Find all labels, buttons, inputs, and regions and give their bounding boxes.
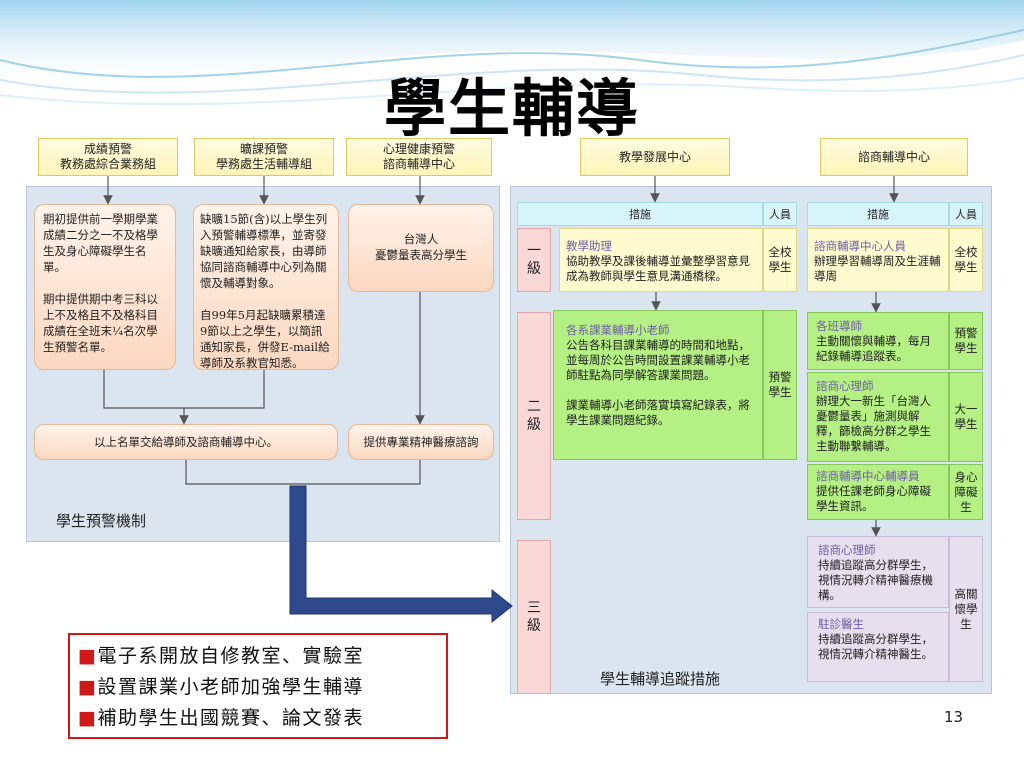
tutor-cell: 各系課業輔導小老師 公告各科目課業輔導的時間和地點，並每周於公告時間設置課業輔導… — [553, 310, 763, 460]
mental-warning-title: 心理健康預警 — [382, 142, 455, 156]
level-3-label: 三 級 — [517, 540, 551, 694]
grades-warning-box: 期初提供前一學期學業成績二分之一不及格學生及身心障礙學生名單。 期中提供期中考三… — [34, 204, 176, 370]
teaching-assistant-text: 協助教學及課後輔導並彙整學習意見成為教師與學生意見溝通橋樑。 — [566, 254, 750, 283]
mental-warning-unit: 諮商輔導中心 — [382, 157, 455, 171]
teaching-assistant-cell: 教學助理 協助教學及課後輔導並彙整學習意見成為教師與學生意見溝通橋樑。 — [559, 228, 763, 292]
class-mentor-cell: 各班導師 主動關懷與輔導，每月紀錄輔導追蹤表。 — [807, 312, 949, 370]
resident-doctor-text: 持續追蹤高分群學生，視情況轉介精神醫生。 — [818, 632, 933, 661]
absence-warning-unit: 學務處生活輔導組 — [215, 157, 312, 171]
wave-background — [0, 0, 1024, 106]
resident-doctor-title: 駐診醫生 — [818, 617, 864, 631]
counseling-center-label: 諮商輔導中心 — [857, 149, 930, 164]
class-mentor-person: 預警 學生 — [949, 312, 983, 370]
psychologist-cell: 諮商心理師 辦理大一新生「台灣人憂鬱量表」施測與解釋，篩檢高分群之學生主動聯繫輔… — [807, 372, 949, 462]
note-item-2: ■設置課業小老師加強學生輔導 — [78, 676, 364, 698]
follow-up-label: 學生輔導追蹤措施 — [600, 670, 721, 688]
grades-warning-unit: 教務處綜合業務組 — [59, 157, 156, 171]
mental-warning-header: 心理健康預警 諮商輔導中心 — [346, 138, 492, 176]
class-mentor-text: 主動關懷與輔導，每月紀錄輔導追蹤表。 — [816, 334, 931, 363]
list-to-mentor-box: 以上名單交給導師及諮商輔導中心。 — [34, 424, 338, 460]
counseling-person-header: 人員 — [949, 202, 983, 226]
counselor-person: 身心 障礙 生 — [949, 464, 983, 520]
absence-warning-title: 曠課預警 — [239, 142, 288, 156]
note-item-3: ■補助學生出國競賽、論文發表 — [78, 707, 364, 729]
followup-psychologist-title: 諮商心理師 — [818, 543, 876, 557]
warning-mechanism-label: 學生預警機制 — [56, 512, 147, 530]
tutor-person: 預警 學生 — [763, 310, 797, 460]
teaching-measure-header: 措施 — [517, 202, 763, 226]
page-number: 13 — [944, 708, 964, 726]
teaching-center-header: 教學發展中心 — [580, 138, 730, 176]
level-2-label: 二 級 — [517, 312, 551, 520]
slide-title: 學生輔導 — [383, 72, 640, 145]
counseling-measure-header: 措施 — [807, 202, 949, 226]
tutor-title: 各系課業輔導小老師 — [566, 323, 670, 337]
counseling-staff-person: 全校 學生 — [949, 228, 983, 292]
notes-box: ■電子系開放自修教室、實驗室 ■設置課業小老師加強學生輔導 ■補助學生出國競賽、… — [68, 633, 448, 739]
absence-warning-box: 缺曠15節(含)以上學生列入預警輔導標準，並寄發缺曠通知給家長，由導師協同諮商輔… — [193, 204, 339, 370]
followup-psychologist-cell: 諮商心理師 持續追蹤高分群學生，視情況轉介精神醫療機構。 — [807, 536, 949, 608]
counselor-title: 諮商輔導中心輔導員 — [816, 469, 920, 483]
teaching-assistant-title: 教學助理 — [566, 239, 612, 253]
teaching-center-label: 教學發展中心 — [618, 149, 691, 164]
teaching-person-header: 人員 — [763, 202, 797, 226]
absence-warning-header: 曠課預警 學務處生活輔導組 — [194, 138, 334, 176]
note-square-icon: ■ — [78, 676, 98, 698]
level-1-label: 一 級 — [517, 228, 551, 292]
psychologist-title: 諮商心理師 — [816, 379, 874, 393]
counselor-cell: 諮商輔導中心輔導員 提供任課老師身心障礙學生資訊。 — [807, 464, 949, 520]
counseling-staff-text: 辦理學習輔導周及生涯輔導周 — [814, 254, 941, 283]
counselor-text: 提供任課老師身心障礙學生資訊。 — [816, 484, 931, 513]
grades-warning-title: 成績預警 — [83, 142, 132, 156]
note-square-icon: ■ — [78, 645, 98, 667]
note-item-1: ■電子系開放自修教室、實驗室 — [78, 645, 364, 667]
grades-warning-header: 成績預警 教務處綜合業務組 — [38, 138, 178, 176]
high-care-person: 高關 懷學 生 — [949, 536, 983, 682]
counseling-staff-title: 諮商輔導中心人員 — [814, 239, 906, 253]
followup-psychologist-text: 持續追蹤高分群學生，視情況轉介精神醫療機構。 — [818, 558, 933, 602]
counseling-center-header: 諮商輔導中心 — [820, 138, 968, 176]
psychologist-person: 大一 學生 — [949, 372, 983, 462]
counseling-staff-cell: 諮商輔導中心人員 辦理學習輔導周及生涯輔導周 — [807, 228, 949, 292]
class-mentor-title: 各班導師 — [816, 319, 862, 333]
teaching-assistant-person: 全校 學生 — [763, 228, 797, 292]
resident-doctor-cell: 駐診醫生 持續追蹤高分群學生，視情況轉介精神醫生。 — [807, 612, 949, 682]
mental-warning-box: 台灣人 憂鬱量表高分學生 — [348, 204, 494, 292]
note-square-icon: ■ — [78, 707, 98, 729]
tutor-text: 公告各科目課業輔導的時間和地點，並每周於公告時間設置課業輔導小老師駐點為同學解答… — [566, 338, 750, 427]
psychologist-text: 辦理大一新生「台灣人憂鬱量表」施測與解釋，篩檢高分群之學生主動聯繫輔導。 — [816, 394, 931, 453]
